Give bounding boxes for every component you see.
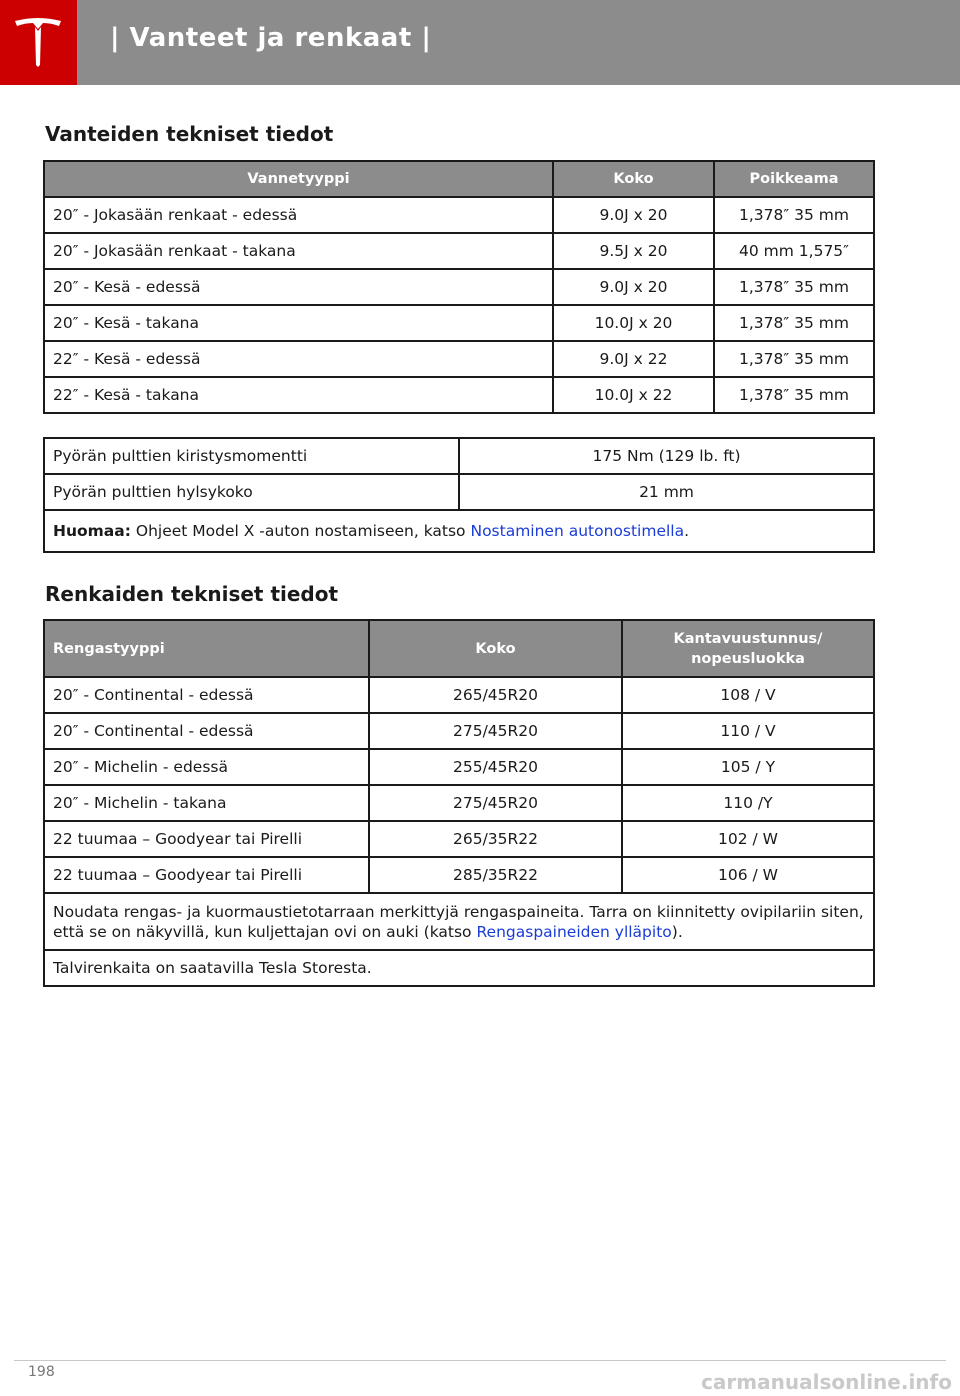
table-cell: 9.0J x 22	[552, 340, 715, 378]
table-cell: 20″ - Kesä - takana	[43, 304, 554, 342]
tesla-logo-icon	[15, 18, 61, 67]
table-cell: 20″ - Jokasään renkaat - takana	[43, 232, 554, 270]
table-cell: 106 / W	[621, 856, 875, 894]
note-label: Huomaa:	[53, 522, 131, 540]
note-cell: Noudata rengas- ja kuormaustietotarraan …	[43, 892, 875, 951]
table-row: Pyörän pulttien kiristysmomentti 175 Nm …	[43, 437, 875, 475]
watermark: carmanualsonline.info	[701, 1370, 952, 1394]
table-row: Pyörän pulttien hylsykoko 21 mm	[43, 473, 875, 511]
table-cell: 175 Nm (129 lb. ft)	[458, 437, 875, 475]
table-cell: 102 / W	[621, 820, 875, 858]
table-cell: 110 / V	[621, 712, 875, 750]
table-cell: 1,378″ 35 mm	[713, 196, 875, 234]
table-cell: 9.5J x 20	[552, 232, 715, 270]
table-cell: 9.0J x 20	[552, 196, 715, 234]
table-cell: 9.0J x 20	[552, 268, 715, 306]
table-cell: 40 mm 1,575″	[713, 232, 875, 270]
wheel-specs-title: Vanteiden tekniset tiedot	[45, 122, 334, 146]
tire-specs-table: Rengastyyppi Koko Kantavuustunnus/ nopeu…	[43, 619, 875, 987]
lug-nut-table: Pyörän pulttien kiristysmomentti 175 Nm …	[43, 437, 875, 553]
table-cell: 10.0J x 20	[552, 304, 715, 342]
table-cell: 20″ - Kesä - edessä	[43, 268, 554, 306]
table-header-row: Vannetyyppi Koko Poikkeama	[43, 160, 875, 198]
table-cell: 20″ - Michelin - takana	[43, 784, 370, 822]
footer-divider	[14, 1360, 946, 1361]
note-text: Noudata rengas- ja kuormaustietotarraan …	[53, 902, 864, 941]
header-bar: | Vanteet ja renkaat |	[0, 0, 960, 85]
table-cell: 1,378″ 35 mm	[713, 340, 875, 378]
note-end: .	[684, 522, 690, 540]
table-cell: 22 tuumaa – Goodyear tai Pirelli	[43, 856, 370, 894]
table-cell: 255/45R20	[368, 748, 623, 786]
table-cell: 20″ - Continental - edessä	[43, 676, 370, 714]
note-text: Ohjeet Model X -auton nostamiseen, katso	[130, 522, 471, 540]
table-cell: 1,378″ 35 mm	[713, 304, 875, 342]
table-cell: 22 tuumaa – Goodyear tai Pirelli	[43, 820, 370, 858]
column-header: Kantavuustunnus/ nopeusluokka	[621, 619, 875, 678]
table-cell: 21 mm	[458, 473, 875, 511]
note-row: Huomaa: Ohjeet Model X -auton nostamisee…	[43, 509, 875, 553]
table-header-row: Rengastyyppi Koko Kantavuustunnus/ nopeu…	[43, 619, 875, 678]
note-end: ).	[671, 922, 683, 941]
lifting-link[interactable]: Nostaminen autonostimella	[470, 522, 685, 540]
table-cell: 10.0J x 22	[552, 376, 715, 414]
page-title: | Vanteet ja renkaat |	[110, 23, 432, 53]
table-cell: Pyörän pulttien kiristysmomentti	[43, 437, 460, 475]
table-cell: Pyörän pulttien hylsykoko	[43, 473, 460, 511]
table-cell: 105 / Y	[621, 748, 875, 786]
note-row: Noudata rengas- ja kuormaustietotarraan …	[43, 892, 875, 951]
table-cell: 1,378″ 35 mm	[713, 376, 875, 414]
note-cell: Talvirenkaita on saatavilla Tesla Stores…	[43, 949, 875, 987]
table-cell: 20″ - Jokasään renkaat - edessä	[43, 196, 554, 234]
logo-box	[0, 0, 77, 85]
table-cell: 20″ - Continental - edessä	[43, 712, 370, 750]
column-header: Rengastyyppi	[43, 619, 370, 678]
note-row: Talvirenkaita on saatavilla Tesla Stores…	[43, 949, 875, 987]
tire-pressure-link[interactable]: Rengaspaineiden ylläpito	[476, 922, 672, 941]
table-cell: 265/45R20	[368, 676, 623, 714]
column-header: Koko	[552, 160, 715, 198]
table-cell: 1,378″ 35 mm	[713, 268, 875, 306]
table-cell: 275/45R20	[368, 784, 623, 822]
page-number: 198	[28, 1364, 55, 1380]
table-cell: 20″ - Michelin - edessä	[43, 748, 370, 786]
table-cell: 22″ - Kesä - takana	[43, 376, 554, 414]
table-cell: 265/35R22	[368, 820, 623, 858]
table-cell: 108 / V	[621, 676, 875, 714]
column-header: Koko	[368, 619, 623, 678]
column-header: Vannetyyppi	[43, 160, 554, 198]
table-cell: 110 /Y	[621, 784, 875, 822]
table-cell: 22″ - Kesä - edessä	[43, 340, 554, 378]
table-cell: 275/45R20	[368, 712, 623, 750]
table-cell: 285/35R22	[368, 856, 623, 894]
tire-specs-title: Renkaiden tekniset tiedot	[45, 582, 339, 606]
wheel-specs-table: Vannetyyppi Koko Poikkeama 20″ - Jokasää…	[43, 160, 875, 414]
note-cell: Huomaa: Ohjeet Model X -auton nostamisee…	[43, 509, 875, 553]
column-header: Poikkeama	[713, 160, 875, 198]
